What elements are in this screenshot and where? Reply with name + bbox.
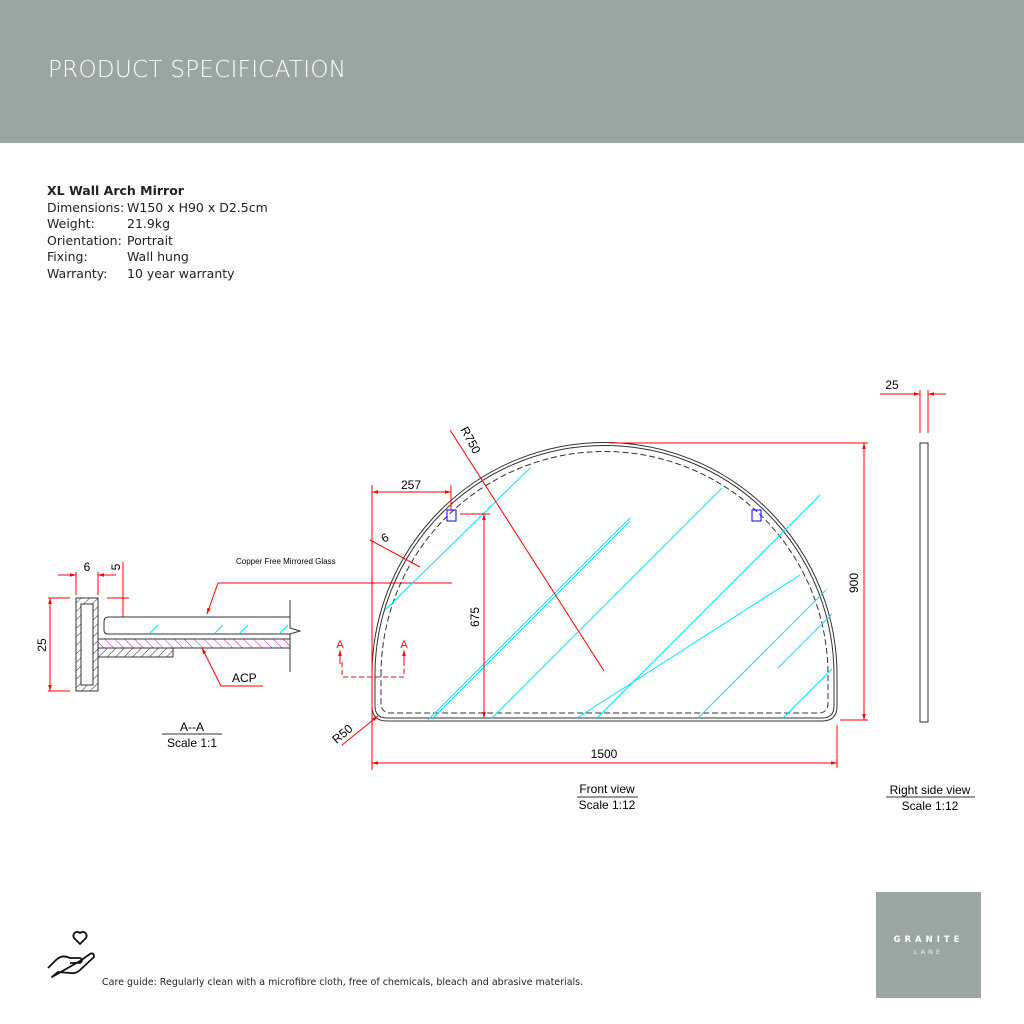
front-view-scale: Scale 1:12	[579, 798, 636, 812]
dim-25: 25	[35, 638, 49, 652]
header-banner: PRODUCT SPECIFICATION	[0, 0, 1024, 143]
spec-row: Weight:21.9kg	[47, 216, 171, 231]
brand-logo: GRANITE LANE	[876, 892, 981, 998]
dim-675: 675	[468, 607, 482, 627]
section-title: A--A	[180, 720, 204, 734]
acp-label: ACP	[232, 671, 257, 685]
dim-25-side: 25	[885, 378, 899, 392]
dim-r50: R50	[329, 721, 355, 746]
side-view-title: Right side view	[890, 783, 971, 797]
spec-row: Warranty:10 year warranty	[47, 265, 235, 281]
spec-row: Dimensions:W150 x H90 x D2.5cm	[47, 199, 268, 215]
spec-row: Orientation:Portrait	[47, 232, 173, 248]
spec-row: Fixing:Wall hung	[47, 249, 189, 264]
page-title: PRODUCT SPECIFICATION	[48, 57, 347, 83]
dim-6-front: 6	[379, 530, 392, 546]
side-view: 25 Right side view Scale 1:12	[880, 378, 975, 813]
product-spec: XL Wall Arch Mirror Dimensions:W150 x H9…	[47, 183, 268, 282]
hand-heart-icon	[47, 931, 95, 978]
dim-6: 6	[84, 560, 91, 574]
section-scale: Scale 1:1	[167, 736, 217, 750]
dim-257: 257	[401, 478, 421, 492]
dim-1500: 1500	[591, 747, 618, 761]
care-guide: Care guide: Regularly clean with a micro…	[102, 977, 584, 988]
section-mark-left: A	[336, 639, 344, 651]
front-view: R750 257 6 675 900 R50 1500 Front view S…	[329, 424, 868, 812]
dim-900: 900	[847, 573, 861, 593]
section-view: 25 6 5 Copper Free Mirrored Glass ACP A …	[35, 557, 452, 750]
dim-r750: R750	[458, 424, 484, 456]
section-mark-right: A	[400, 639, 408, 651]
front-view-title: Front view	[579, 782, 635, 796]
dim-5: 5	[109, 563, 123, 570]
product-name: XL Wall Arch Mirror	[47, 183, 184, 198]
glass-label: Copper Free Mirrored Glass	[236, 557, 336, 566]
side-view-scale: Scale 1:12	[902, 799, 959, 813]
